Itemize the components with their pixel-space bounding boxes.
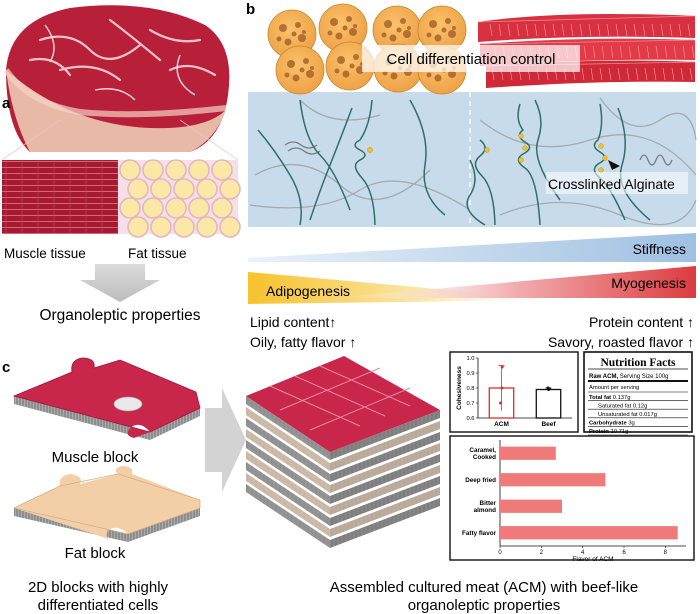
nutrition-serving: Raw ACM, Serving Size 100g — [589, 374, 669, 380]
nutrition-row-label: Saturated fat — [598, 403, 632, 409]
panel-b: b — [246, 1, 696, 350]
differentiation-banner-text: Cell differentiation control — [387, 51, 556, 68]
cohesiveness-tick-label: 0.9 — [466, 371, 474, 377]
nutrition-row-value: 0.137g — [611, 395, 630, 401]
cohesiveness-point — [501, 366, 504, 369]
nutrition-facts-title: Nutrition Facts — [600, 357, 676, 369]
panel-a: a Muscle tissue Fat tissue Organoleptic … — [2, 5, 240, 324]
muscle-tissue-image — [2, 160, 118, 234]
nutrition-row-label: Total fat — [589, 395, 611, 401]
protein-content-label: Protein content ↑ — [589, 314, 694, 330]
stiffness-wedge — [248, 233, 696, 262]
nutrition-amount-per: Amount per serving — [589, 385, 639, 391]
flavor-category-line: Cooked — [473, 454, 496, 461]
flavor-bar — [500, 447, 556, 460]
oily-flavor-label: Oily, fatty flavor ↑ — [250, 334, 356, 350]
cohesiveness-tick-label: 0.7 — [466, 401, 474, 407]
steak-illustration — [6, 5, 229, 152]
flavor-bar — [500, 473, 605, 486]
nutrition-row-value: 10.71g — [609, 429, 628, 435]
muscle-tissue-label: Muscle tissue — [4, 246, 86, 261]
flavor-category-line: Fatty flavor — [462, 530, 496, 537]
myogenesis-label: Myogenesis — [611, 275, 686, 291]
cohesiveness-y-label: Cohesiveness — [456, 366, 463, 410]
muscle-block-label: Muscle block — [52, 449, 139, 466]
nutrition-row: Total fat 0.137g — [589, 395, 630, 401]
flavor-category-line: Bitter — [480, 500, 497, 507]
lipid-content-label: Lipid content↑ — [250, 314, 336, 330]
flavor-category-line: Deep fried — [465, 477, 496, 484]
flavor-bar — [500, 500, 562, 513]
down-arrow-icon — [80, 264, 160, 302]
cohesiveness-point — [499, 402, 502, 405]
muscle-puzzle-block — [14, 358, 200, 440]
panel-c: c Muscle block Fat block 2D blocks with … — [2, 350, 698, 614]
flavor-category-line: Caramel, — [469, 447, 496, 454]
assembled-meat-stack — [246, 356, 440, 548]
cohesiveness-category-label: Beef — [541, 421, 556, 428]
flavor-category-line: almond — [474, 507, 497, 514]
nutrition-serving-rest: Serving Size 100g — [618, 374, 668, 380]
nutrition-row-label: Protein — [589, 429, 609, 435]
right-arrow-icon — [205, 388, 246, 492]
panel-letter-c: c — [2, 359, 10, 376]
nutrition-facts-panel: Nutrition Facts Raw ACM, Serving Size 10… — [584, 352, 692, 435]
flavor-category-label: Deep fried — [465, 477, 496, 484]
adipogenesis-label: Adipogenesis — [266, 283, 350, 299]
organoleptic-properties-label: Organoleptic properties — [39, 307, 200, 324]
acm-caption-line1: Assembled cultured meat (ACM) with beef-… — [330, 579, 638, 596]
nutrition-row: Unsaturated fat 0.017g — [598, 412, 657, 418]
nutrition-row-value: 0.017g — [638, 412, 657, 418]
cohesiveness-tick-label: 0.8 — [466, 386, 474, 392]
acm-caption-line2: organoleptic properties — [408, 597, 561, 614]
flavor-bar — [500, 526, 678, 539]
nutrition-row: Saturated fat 0.12g — [598, 403, 647, 409]
fat-tissue-image — [118, 160, 240, 237]
fat-block-label: Fat block — [65, 545, 126, 562]
nutrition-row-label: Carbohydrate — [589, 421, 627, 427]
cohesiveness-point — [548, 387, 551, 390]
blocks-caption-line2: differentiated cells — [38, 597, 159, 614]
stiffness-label: Stiffness — [633, 241, 686, 257]
fat-puzzle-block — [14, 466, 200, 542]
nutrition-row: Carbohydrate 3g — [589, 421, 635, 427]
savory-flavor-label: Savory, roasted flavor ↑ — [548, 334, 694, 350]
cohesiveness-bar — [536, 390, 560, 419]
cohesiveness-point — [500, 387, 503, 390]
cohesiveness-tick-label: 0.6 — [466, 416, 474, 422]
crosslinked-alginate-label: Crosslinked Alginate — [548, 176, 675, 192]
nutrition-serving-bold: Raw ACM, — [589, 374, 618, 380]
nutrition-row-value: 3g — [627, 421, 635, 427]
nutrition-row-label: Unsaturated fat — [598, 412, 638, 418]
flavor-x-label: Flavor of ACM — [572, 556, 613, 563]
cohesiveness-tick-label: 1.0 — [466, 356, 474, 362]
flavor-category-label: Fatty flavor — [462, 530, 496, 537]
nutrition-row-value: 0.12g — [631, 403, 647, 409]
panel-letter-b: b — [246, 1, 255, 18]
flavor-category-label: Caramel,Cooked — [469, 447, 496, 461]
blocks-caption-line1: 2D blocks with highly — [28, 579, 169, 596]
fat-tissue-label: Fat tissue — [128, 246, 187, 261]
panel-letter-a: a — [2, 95, 11, 112]
nutrition-row: Protein 10.71g — [589, 429, 628, 435]
cohesiveness-category-label: ACM — [494, 421, 509, 428]
